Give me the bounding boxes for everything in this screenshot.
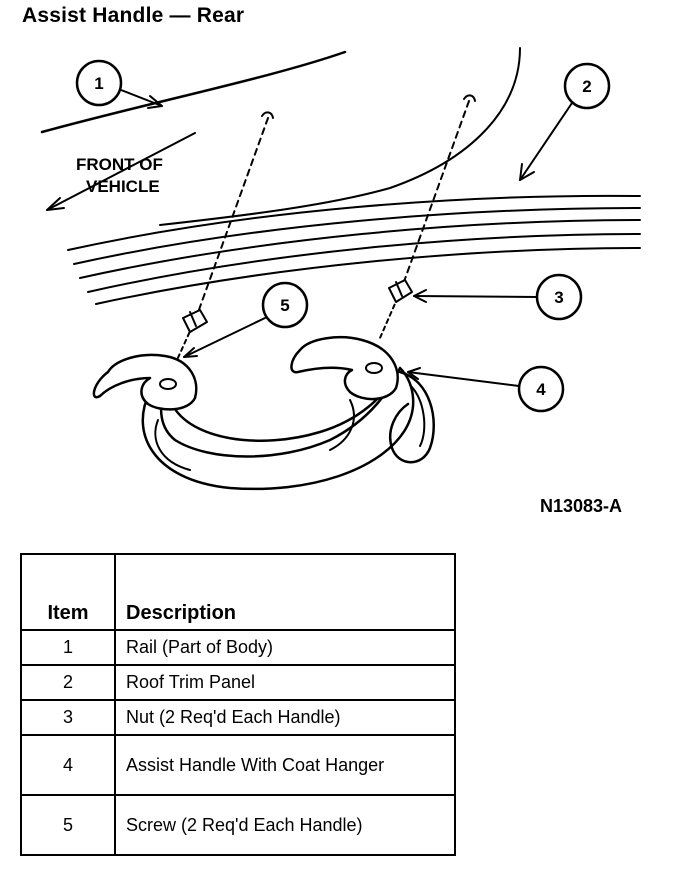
front-label-line2: VEHICLE bbox=[86, 177, 160, 196]
table-row: 3 Nut (2 Req'd Each Handle) bbox=[20, 699, 456, 736]
legend-table: Item Description 1 Rail (Part of Body) 2… bbox=[20, 553, 456, 856]
callout-5-label: 5 bbox=[280, 296, 289, 315]
table-row: 4 Assist Handle With Coat Hanger bbox=[20, 734, 456, 796]
front-label-line1: FRONT OF bbox=[76, 155, 163, 174]
callout-4 bbox=[407, 365, 565, 413]
callout-3-label: 3 bbox=[554, 288, 563, 307]
assist-handle bbox=[92, 336, 435, 491]
header-item: Item bbox=[20, 553, 116, 631]
callout-3 bbox=[413, 273, 583, 321]
row-description: Screw (2 Req'd Each Handle) bbox=[114, 794, 456, 856]
row-item: 5 bbox=[20, 794, 116, 856]
callout-2 bbox=[519, 62, 611, 181]
callout-1-label: 1 bbox=[94, 74, 103, 93]
row-item: 3 bbox=[20, 699, 116, 736]
row-item: 4 bbox=[20, 734, 116, 796]
row-description: Rail (Part of Body) bbox=[114, 629, 456, 666]
table-row: 2 Roof Trim Panel bbox=[20, 664, 456, 701]
rail-line bbox=[40, 50, 347, 134]
nut-right bbox=[388, 279, 413, 303]
row-item: 2 bbox=[20, 664, 116, 701]
header-description: Description bbox=[114, 553, 456, 631]
front-arrow bbox=[46, 132, 196, 211]
table-row: 5 Screw (2 Req'd Each Handle) bbox=[20, 794, 456, 856]
legend-header-row: Item Description bbox=[20, 553, 456, 631]
row-item: 1 bbox=[20, 629, 116, 666]
table-row: 1 Rail (Part of Body) bbox=[20, 629, 456, 666]
page-title: Assist Handle — Rear bbox=[22, 4, 245, 27]
assist-handle-diagram: 1 2 3 4 5 FRONT OF VEHICLE bbox=[40, 47, 641, 491]
callout-5 bbox=[183, 281, 309, 358]
figure-id: N13083-A bbox=[540, 496, 623, 516]
trim-panel-stripes bbox=[67, 194, 641, 305]
callout-2-label: 2 bbox=[582, 77, 591, 96]
nut-left bbox=[182, 309, 208, 333]
row-description: Roof Trim Panel bbox=[114, 664, 456, 701]
callout-1 bbox=[75, 59, 163, 109]
callout-4-label: 4 bbox=[536, 380, 546, 399]
trim-panel-curve bbox=[159, 47, 521, 226]
row-description: Assist Handle With Coat Hanger bbox=[114, 734, 456, 796]
row-description: Nut (2 Req'd Each Handle) bbox=[114, 699, 456, 736]
